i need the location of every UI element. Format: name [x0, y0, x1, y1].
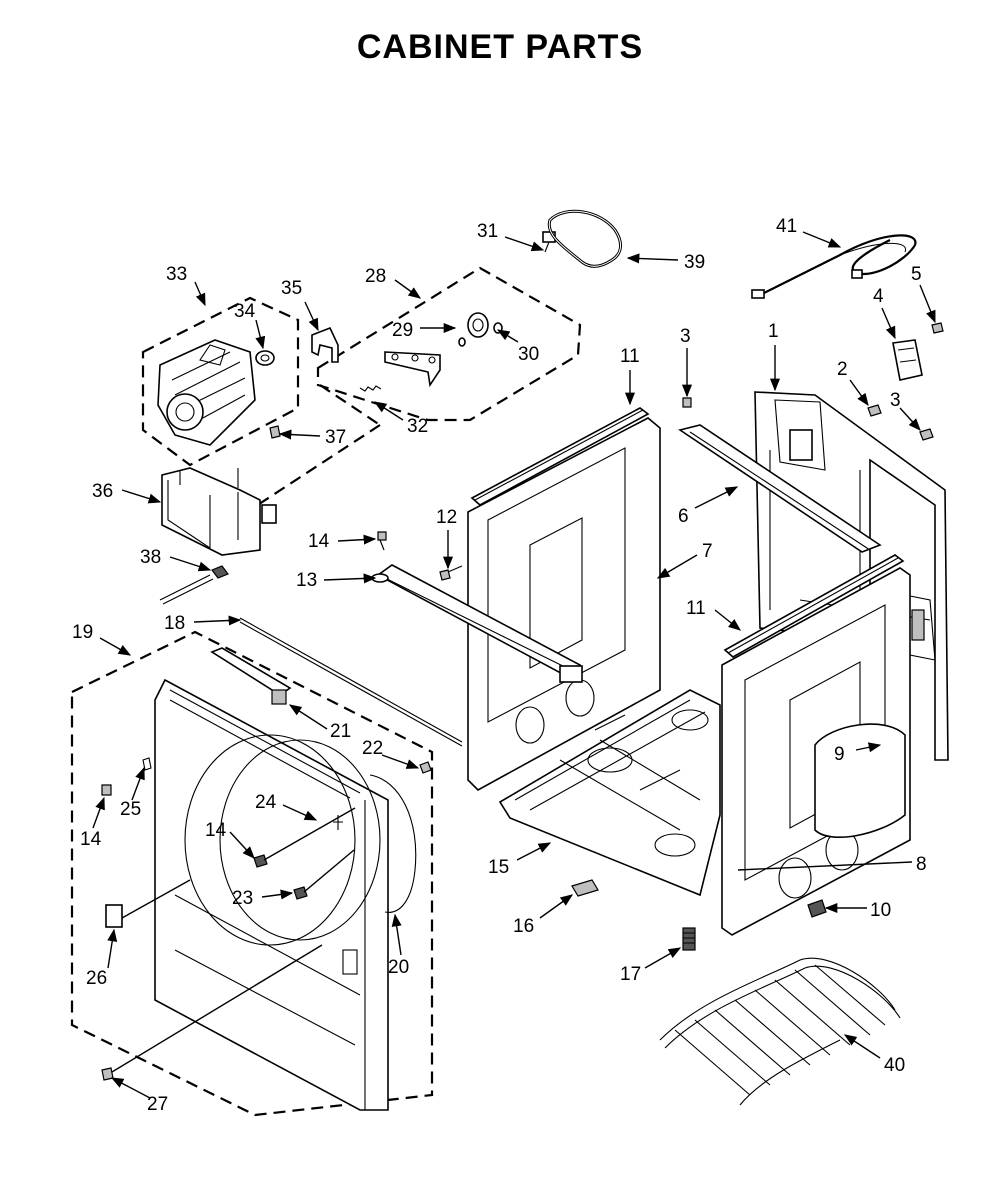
- top-crossmember: [678, 424, 882, 553]
- screw-12: [439, 569, 451, 581]
- door-switch: [271, 689, 287, 705]
- group-boundary-link: [319, 384, 381, 426]
- callout-3-left: 3: [680, 326, 691, 347]
- support-rod: [239, 617, 463, 747]
- callout-14-left: 14: [80, 829, 102, 850]
- callout-8: 8: [916, 854, 927, 875]
- idler-spring: [359, 385, 382, 392]
- belt-clip: [311, 326, 339, 363]
- callout-38: 38: [140, 547, 161, 568]
- cabinet-base: [498, 689, 721, 897]
- group-28-boundary: [316, 266, 582, 422]
- idler-bracket: [384, 351, 441, 388]
- screw-12-2: [447, 565, 463, 573]
- callout-13: 13: [296, 570, 317, 591]
- callout-17: 17: [620, 964, 641, 985]
- power-cord: [751, 234, 917, 299]
- callout-31: 31: [477, 221, 498, 242]
- front-support-bar: [371, 564, 583, 683]
- callout-36: 36: [92, 481, 113, 502]
- idler-pulley: [467, 312, 489, 338]
- callout-32: 32: [407, 416, 428, 437]
- clip-25: [142, 757, 152, 771]
- front-panel-top-bracket: [210, 647, 292, 696]
- motor-pulley: [255, 350, 275, 366]
- callout-37: 37: [325, 427, 346, 448]
- pad-26: [105, 904, 123, 928]
- drive-motor: [157, 339, 256, 446]
- callout-19: 19: [72, 622, 93, 643]
- callout-25: 25: [120, 799, 141, 820]
- wire-rack: [659, 957, 901, 1106]
- callout-15: 15: [488, 857, 509, 878]
- callout-22: 22: [362, 738, 383, 759]
- callout-35: 35: [281, 278, 302, 299]
- screw-3-right: [919, 428, 934, 441]
- screw-14-top: [377, 531, 387, 551]
- motor-mount-bolt-37: [269, 425, 281, 439]
- screw-14-left: [101, 784, 112, 796]
- panel-label: [814, 723, 906, 838]
- clip-22: [419, 761, 432, 774]
- callout-28: 28: [365, 266, 386, 287]
- callout-24: 24: [255, 792, 277, 813]
- callout-26: 26: [86, 968, 107, 989]
- idler-washer-2: [458, 337, 466, 347]
- callout-39: 39: [684, 252, 705, 273]
- group-19-boundary: [70, 630, 434, 1117]
- callout-16: 16: [513, 916, 534, 937]
- screw-23: [293, 886, 308, 900]
- screw-3-left: [682, 397, 692, 408]
- pad: [807, 899, 827, 918]
- callout-14-top: 14: [308, 531, 330, 552]
- callout-27: 27: [147, 1094, 168, 1115]
- motor-mount-grommet-38: [211, 565, 229, 579]
- screw-14-front: [253, 854, 268, 868]
- top-rail-left: [470, 407, 650, 506]
- callout-29: 29: [392, 320, 413, 341]
- callout-40: 40: [884, 1055, 905, 1076]
- page-title: CABINET PARTS: [356, 28, 644, 66]
- callout-6: 6: [678, 506, 689, 527]
- leader-lines: [92, 231, 936, 1099]
- leveling-leg: [682, 927, 696, 951]
- callout-11-left: 11: [620, 346, 640, 367]
- screw-5: [931, 322, 944, 334]
- screw-27: [101, 1067, 114, 1081]
- callout-3-right: 3: [890, 390, 901, 411]
- callout-34: 34: [234, 301, 256, 322]
- callout-5: 5: [911, 264, 922, 285]
- seal-20: [369, 774, 417, 913]
- callout-30: 30: [518, 344, 539, 365]
- callout-41: 41: [776, 216, 797, 237]
- callout-18: 18: [164, 613, 185, 634]
- motor-mount-bracket: [161, 467, 277, 556]
- rear-panel: [467, 417, 661, 791]
- callout-33: 33: [166, 264, 187, 285]
- callout-2: 2: [837, 359, 848, 380]
- callout-12: 12: [436, 507, 457, 528]
- callout-10: 10: [870, 900, 891, 921]
- callout-20: 20: [388, 957, 409, 978]
- callout-23: 23: [232, 888, 253, 909]
- callout-21: 21: [330, 721, 351, 742]
- callout-4: 4: [873, 286, 884, 307]
- callout-labels: 1 2 3 3 4 5 6 7 8 9 10 11 11 12 13 14 14…: [72, 216, 927, 1115]
- callout-1: 1: [768, 321, 779, 342]
- drive-belt: [547, 209, 623, 268]
- screw-2: [867, 404, 882, 417]
- terminal-bracket: [892, 339, 923, 381]
- base-clip: [571, 879, 599, 897]
- callout-7: 7: [702, 541, 713, 562]
- motor-mount-stud: [159, 574, 214, 605]
- group-boundary-link-2: [249, 424, 381, 511]
- front-panel: [154, 678, 389, 1111]
- callout-9: 9: [834, 744, 845, 765]
- group-33-boundary: [141, 296, 300, 467]
- callout-11-right: 11: [686, 598, 706, 619]
- callout-14-front: 14: [205, 820, 227, 841]
